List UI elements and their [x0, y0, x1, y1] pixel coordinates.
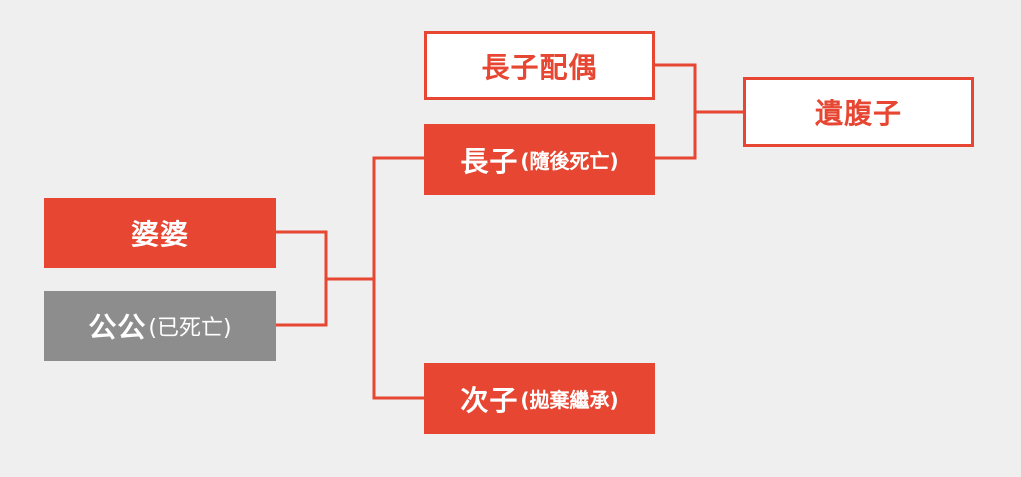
connector-eldest-son-to-child — [655, 112, 697, 160]
eldest-son-label: 長子 — [460, 144, 519, 178]
second-son-node: 次子 (拋棄繼承) — [424, 363, 655, 434]
connector-spouse — [655, 63, 697, 112]
eldest-son-spouse-node: 長子配偶 — [424, 31, 655, 100]
grandfather-status-note: (已死亡) — [148, 316, 232, 341]
posthumous-child-label: 遺腹子 — [814, 97, 902, 130]
eldest-son-node: 長子 (隨後死亡) — [424, 124, 655, 195]
second-son-status-note: (拋棄繼承) — [520, 388, 619, 412]
grandmother-node: 婆婆 — [44, 198, 276, 268]
connector-to-eldest-son — [372, 156, 424, 279]
second-son-label: 次子 — [460, 383, 519, 417]
connector-grandfather — [276, 279, 328, 327]
eldest-son-status-note: (隨後死亡) — [520, 149, 619, 173]
connector-to-second-son — [372, 279, 424, 400]
posthumous-child-node: 遺腹子 — [743, 77, 974, 147]
grandfather-label: 公公 — [88, 311, 147, 344]
eldest-son-spouse-label: 長子配偶 — [481, 50, 598, 84]
grandmother-label: 婆婆 — [130, 218, 189, 251]
connector-grandmother — [276, 230, 328, 279]
grandfather-node: 公公 (已死亡) — [44, 291, 276, 361]
